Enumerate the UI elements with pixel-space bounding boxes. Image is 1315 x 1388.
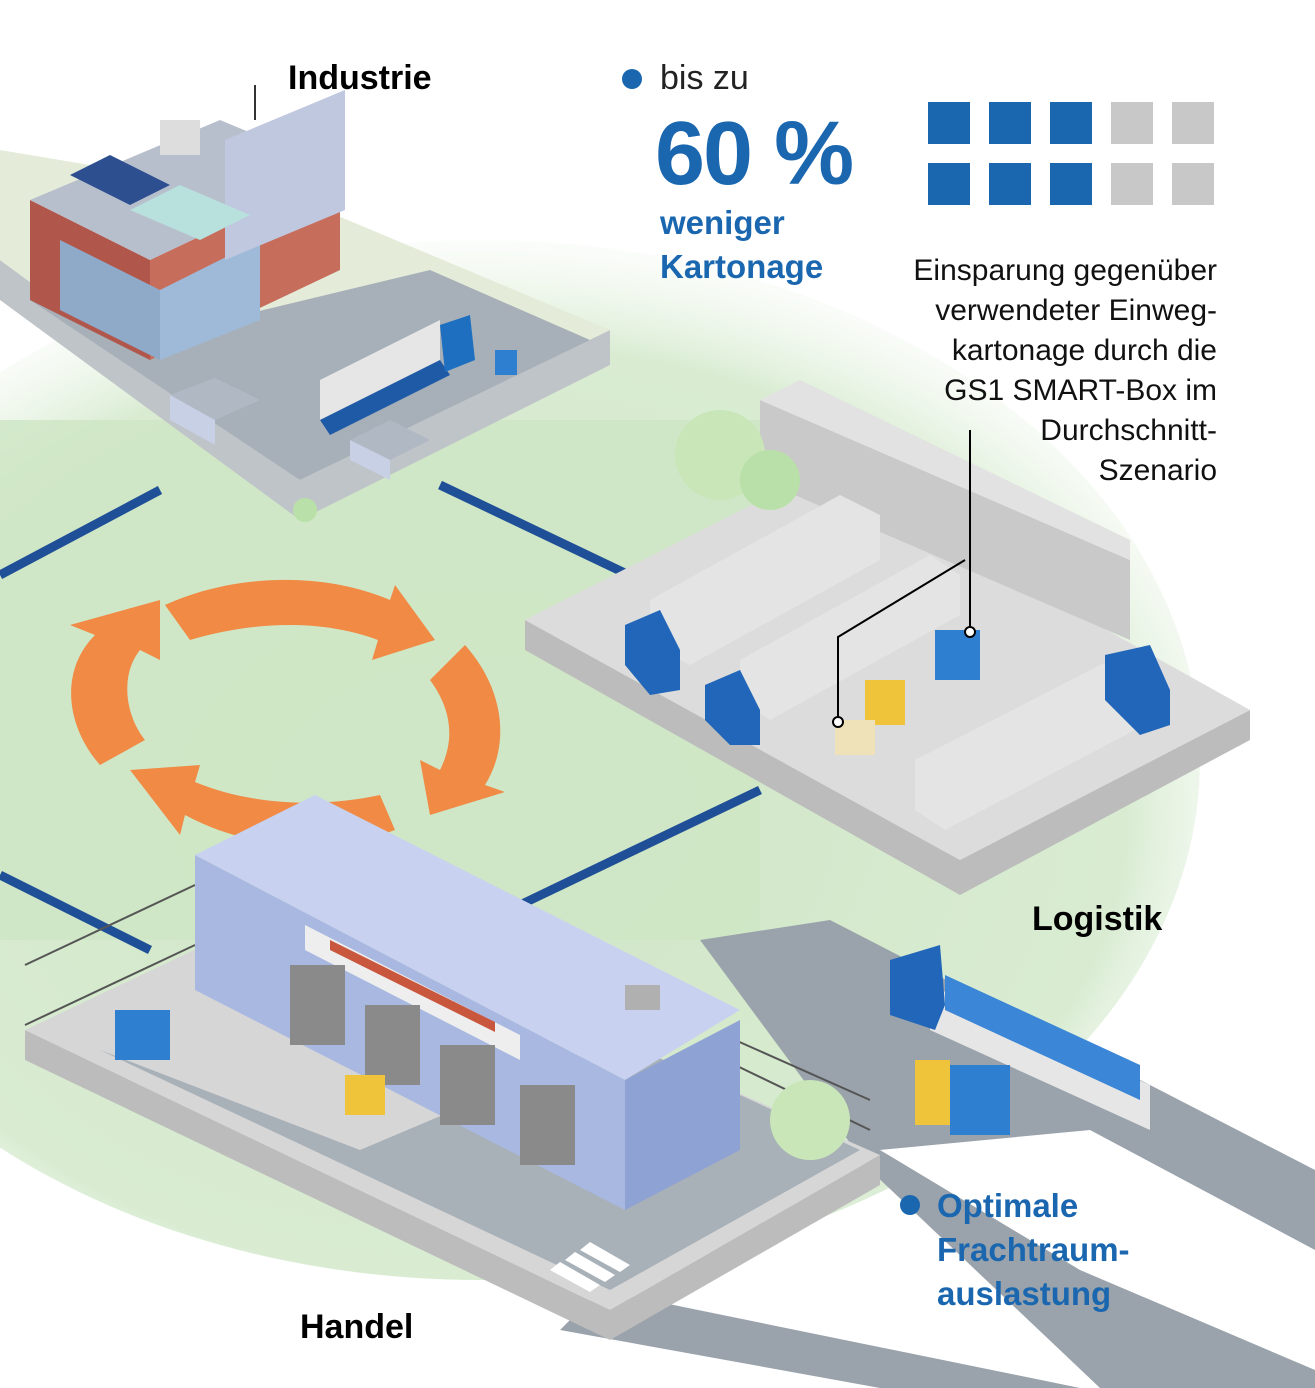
stat-description-line: Szenario	[1098, 454, 1217, 487]
benefit-line: Frachtraum-	[937, 1231, 1130, 1268]
savings-square-filled	[989, 163, 1031, 205]
benefit-text: Optimale Frachtraum- auslastung	[937, 1184, 1130, 1316]
savings-square-empty	[1172, 163, 1214, 205]
savings-square-empty	[1172, 102, 1214, 144]
connection-lines	[0, 480, 762, 955]
stat-description-line: verwendeter Einweg-	[935, 294, 1217, 327]
label-handel: Handel	[300, 1308, 414, 1346]
stat-bullet	[622, 69, 642, 89]
savings-square-empty	[1111, 163, 1153, 205]
stat-line1: weniger	[660, 204, 785, 241]
label-logistik: Logistik	[1032, 900, 1163, 938]
benefit-line: auslastung	[937, 1275, 1112, 1312]
stat-description-line: Durchschnitt-	[1040, 414, 1217, 447]
stat-line2: Kartonage	[660, 248, 824, 285]
stat-prefix: bis zu	[660, 59, 749, 97]
handel-site	[24, 795, 880, 1340]
truck-3	[915, 645, 1170, 830]
industrie-site	[0, 85, 610, 522]
savings-square-filled	[989, 102, 1031, 144]
cycle-arrows-icon	[70, 579, 505, 846]
benefit-bullet	[900, 1195, 920, 1215]
stat-description-line: Einsparung gegenüber	[913, 254, 1217, 287]
benefit-line: Optimale	[937, 1187, 1079, 1224]
savings-square-empty	[1111, 102, 1153, 144]
stat-value: 60 %	[655, 104, 854, 204]
stat-description: Einsparung gegenüber verwendeter Einweg-…	[855, 251, 1217, 491]
stat-description-line: kartonage durch die	[951, 334, 1217, 367]
truck-1	[625, 495, 880, 695]
loaded-truck	[890, 945, 1150, 1135]
savings-square-filled	[1050, 163, 1092, 205]
savings-square-filled	[928, 163, 970, 205]
savings-square-filled	[1050, 102, 1092, 144]
logistik-site	[525, 380, 1250, 895]
stat-description-line: GS1 SMART-Box im	[944, 374, 1217, 407]
savings-square-grid	[928, 102, 1214, 205]
savings-square-filled	[928, 102, 970, 144]
road	[560, 920, 1315, 1388]
label-industrie: Industrie	[288, 59, 432, 97]
